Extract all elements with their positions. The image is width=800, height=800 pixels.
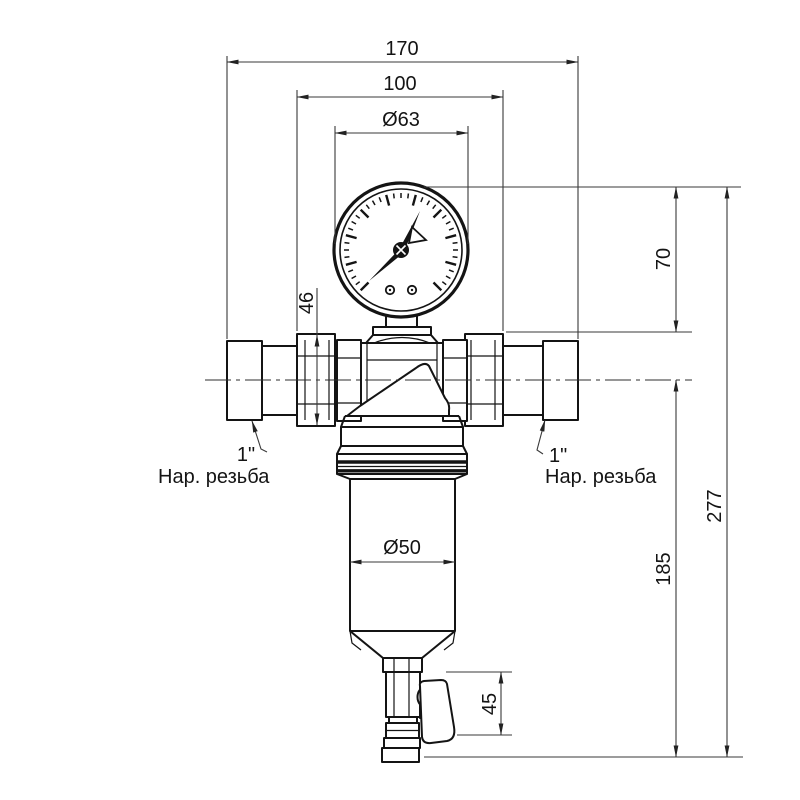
dim-label-lower-height: 185 xyxy=(653,552,675,585)
filter-assembly xyxy=(226,181,579,763)
drain-cylinder xyxy=(385,671,421,718)
left-thread-leader xyxy=(251,420,268,453)
dim-label-total-height: 277 xyxy=(704,489,726,522)
dim-label-total-width: 170 xyxy=(385,38,418,60)
dim-label-gauge-offset: 70 xyxy=(653,248,675,270)
body-sweep-line xyxy=(346,362,451,417)
filter-bowl xyxy=(349,478,456,659)
dim-label-nut-height: 46 xyxy=(296,292,318,314)
needle-flag xyxy=(407,225,428,245)
gauge-ticks xyxy=(344,193,458,292)
right-thread-size-label: 1" xyxy=(549,445,567,467)
dim-label-drain-height: 45 xyxy=(479,693,501,715)
drain-hex xyxy=(382,657,423,673)
left-thread-note-label: Нар. резьба xyxy=(158,466,270,488)
drain-valve xyxy=(381,657,456,763)
filter-head xyxy=(336,415,468,480)
left-thread-size-label: 1" xyxy=(237,444,255,466)
gauge-flange xyxy=(372,326,432,336)
dimension-lines xyxy=(226,56,743,758)
hose-barb xyxy=(383,737,421,749)
right-thread-note-label: Нар. резьба xyxy=(545,466,657,488)
pressure-gauge xyxy=(332,181,470,319)
drain-handle xyxy=(418,679,456,745)
filter-body xyxy=(346,342,451,417)
dimension-labels: 170 100 Ø63 46 70 277 185 Ø50 45 1" Нар.… xyxy=(158,38,726,715)
dim-label-union-width: 100 xyxy=(383,73,416,95)
right-thread-leader xyxy=(536,419,546,455)
gauge-socket xyxy=(365,334,439,344)
dim-label-bowl-dia: Ø50 xyxy=(383,537,421,559)
gauge-screws xyxy=(384,284,418,296)
dim-label-gauge-dia: Ø63 xyxy=(382,109,420,131)
